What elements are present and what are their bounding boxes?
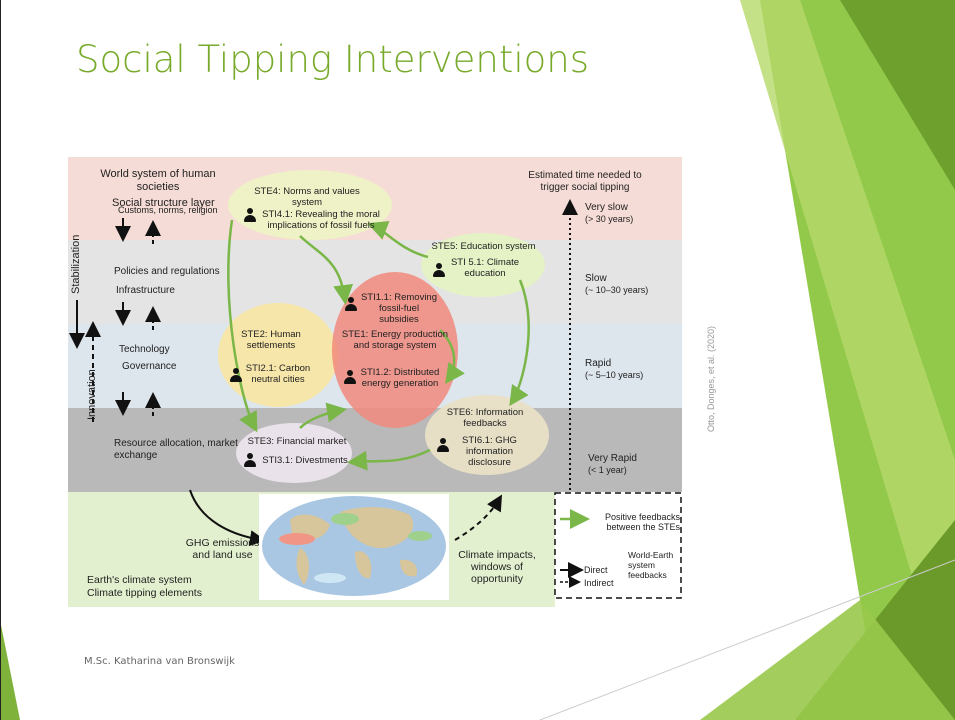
ste3-name: STE3: Financial market bbox=[247, 436, 347, 447]
arrow-ste1-ste6 bbox=[439, 329, 465, 385]
footer-author: M.Sc. Katharina van Bronswijk bbox=[84, 656, 235, 667]
thin-line bbox=[539, 559, 955, 720]
sti2-1: STI2.1: Carbon neutral cities bbox=[245, 363, 311, 385]
time-rapid-range: (~ 5–10 years) bbox=[585, 370, 644, 380]
time-very-rapid: Very Rapid (< 1 year) bbox=[588, 453, 637, 476]
time-slow-label: Slow bbox=[585, 273, 607, 284]
person-icon-ste4 bbox=[244, 208, 256, 222]
citation-credit: Otto, Donges, et al. (2020) bbox=[706, 325, 716, 432]
legend-positive-label: Positive feedbacks between the STEs bbox=[604, 512, 680, 533]
ste6-name: STE6: Information feedbacks bbox=[446, 407, 524, 429]
ghg-curve-arrow bbox=[189, 489, 266, 547]
ste5-name: STE5: Education system bbox=[431, 241, 536, 252]
ste3-oval bbox=[236, 423, 352, 483]
legend-world-earth-label: World-Earth system feedbacks bbox=[628, 550, 674, 580]
person-icon-ste2 bbox=[230, 368, 242, 382]
ste2-oval bbox=[218, 303, 338, 407]
person-icon-ste5 bbox=[433, 263, 445, 277]
time-slow-range: (~ 10–30 years) bbox=[585, 285, 649, 295]
time-very-slow-label: Very slow bbox=[585, 202, 628, 213]
world-map-image bbox=[259, 494, 449, 600]
impacts-label: Climate impacts, windows of opportunity bbox=[458, 549, 536, 586]
ghg-label: GHG emissions and land use bbox=[185, 537, 260, 562]
time-very-slow-range: (> 30 years) bbox=[585, 214, 634, 224]
sti5-1: STI 5.1: Climate education bbox=[450, 257, 520, 279]
person-icon-sti1-1 bbox=[345, 297, 357, 311]
left-sliver bbox=[0, 620, 20, 720]
legend-indirect-label: Indirect bbox=[584, 578, 614, 588]
sti4-1: STI4.1: Revealing the moral implications… bbox=[262, 209, 380, 231]
green-shape-bottom bbox=[700, 600, 955, 720]
layer-resource-allocation: Resource allocation, market exchange bbox=[114, 438, 238, 461]
ste1-name: STE1: Energy production and storage syst… bbox=[341, 329, 449, 351]
sti1-2: STI1.2: Distributed energy generation bbox=[360, 367, 440, 389]
time-very-slow: Very slow (> 30 years) bbox=[585, 202, 633, 225]
time-rapid: Rapid (~ 5–10 years) bbox=[585, 358, 643, 381]
sti6-1: STI6.1: GHG information disclosure bbox=[462, 435, 517, 468]
impacts-curve-arrow bbox=[454, 494, 503, 541]
ste4-oval bbox=[228, 170, 392, 240]
arrow-ste5-ste4 bbox=[367, 221, 429, 259]
sti1-1: STI1.1: Removing fossil-fuel subsidies bbox=[360, 292, 438, 325]
person-icon-ste6 bbox=[437, 438, 449, 452]
layer-infrastructure: Infrastructure bbox=[116, 285, 175, 296]
ste4-name: STE4: Norms and values system bbox=[254, 186, 360, 208]
header-social-layer: Social structure layer bbox=[112, 197, 215, 209]
side-innovation: Innovation bbox=[86, 369, 98, 420]
ste5-oval bbox=[421, 233, 545, 297]
green-shape-light bbox=[740, 0, 955, 720]
time-rapid-label: Rapid bbox=[585, 358, 612, 369]
person-icon-ste3 bbox=[244, 453, 256, 467]
layer-governance: Governance bbox=[122, 361, 177, 372]
time-slow: Slow (~ 10–30 years) bbox=[585, 273, 648, 296]
earth-system-label: Earth's climate system bbox=[87, 574, 192, 586]
tipping-elements-label: Climate tipping elements bbox=[87, 587, 202, 599]
header-world-system: World system of human societies bbox=[100, 168, 216, 193]
arrow-ste6-ste3 bbox=[347, 448, 431, 471]
side-stabilization: Stabilization bbox=[70, 234, 82, 294]
arrow-ste5-ste6 bbox=[509, 279, 530, 407]
ste6-oval bbox=[425, 395, 549, 475]
time-very-rapid-range: (< 1 year) bbox=[588, 465, 627, 475]
time-very-rapid-label: Very Rapid bbox=[588, 453, 637, 464]
legend-box bbox=[554, 492, 682, 599]
ste2-name: STE2: Human settlements bbox=[241, 329, 301, 351]
ste1-oval bbox=[332, 272, 458, 428]
layer-technology: Technology bbox=[119, 344, 170, 355]
arrow-ste3-ste2 bbox=[299, 402, 347, 429]
layer-customs: Customs, norms, religion bbox=[118, 205, 218, 215]
legend-direct-label: Direct bbox=[584, 565, 608, 575]
arrow-ste4-ste3 bbox=[227, 219, 258, 433]
layer-policies: Policies and regulations bbox=[114, 266, 220, 277]
person-icon-ste1 bbox=[344, 370, 356, 384]
arrow-ste4-ste1 bbox=[299, 235, 354, 305]
sti3-1: STI3.1: Divestments bbox=[262, 455, 348, 466]
slide-title: Social Tipping Interventions bbox=[76, 38, 589, 81]
green-shape-dark bbox=[840, 0, 955, 190]
time-header: Estimated time needed to trigger social … bbox=[528, 170, 642, 193]
